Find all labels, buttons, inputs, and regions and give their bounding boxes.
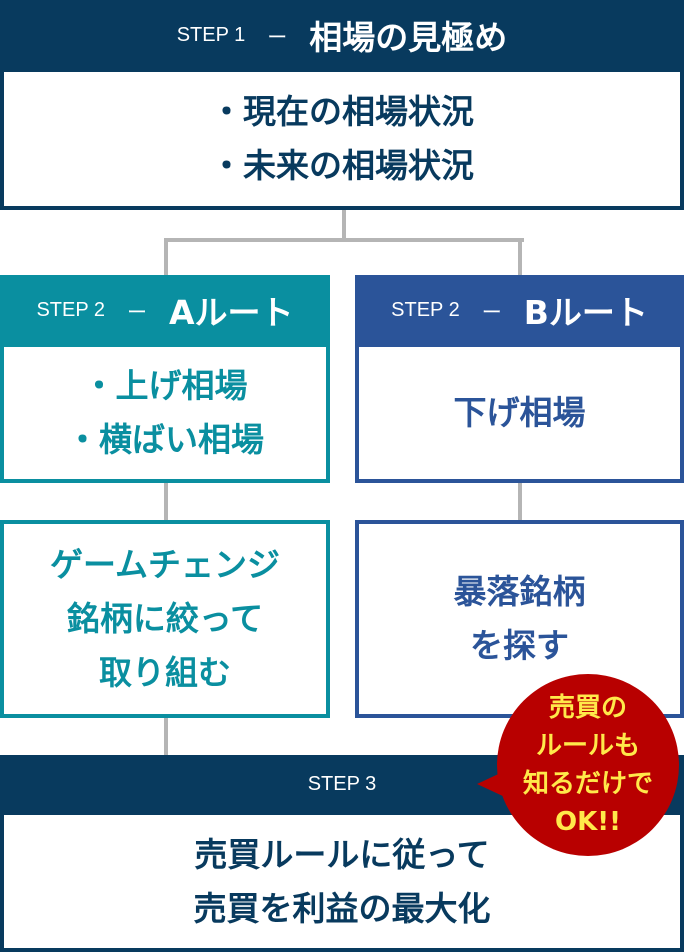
action-line: ゲームチェンジ — [49, 545, 280, 584]
dash: ー — [481, 299, 502, 324]
connector — [164, 238, 168, 276]
step1-header: STEP 1 ー相場の見極め — [0, 0, 684, 70]
route-b-box: 下げ相場 — [355, 343, 684, 483]
connector — [518, 238, 522, 276]
step3-line: 売買を利益の最大化 — [193, 888, 491, 928]
route-a-box: ・上げ相場 ・横ばい相場 — [0, 343, 330, 483]
step1-item: ・未来の相場状況 — [210, 146, 474, 185]
connector — [518, 483, 522, 521]
connector — [164, 238, 524, 242]
route-b-title: Bルート — [523, 293, 648, 332]
dash: ー — [267, 24, 288, 49]
route-a-item: ・横ばい相場 — [66, 420, 264, 459]
action-line: 銘柄に絞って — [66, 599, 264, 638]
step-label: STEP 3 — [307, 772, 377, 795]
step1-title: 相場の見極め — [309, 18, 508, 57]
step1-item: ・現在の相場状況 — [210, 92, 474, 131]
step-label: STEP 2 — [391, 298, 460, 321]
route-a-header: STEP 2 ー Aルート — [0, 275, 330, 345]
bubble-line: ルールも — [535, 731, 640, 761]
route-b-header: STEP 2 ー Bルート — [355, 275, 684, 345]
speech-bubble: 売買の ルールも 知るだけで OK!! — [497, 674, 679, 856]
route-a-action-box: ゲームチェンジ 銘柄に絞って 取り組む — [0, 520, 330, 718]
connector — [342, 210, 346, 242]
bubble-line: OK!! — [555, 807, 621, 837]
step1-box: ・現在の相場状況 ・未来の相場状況 — [0, 68, 684, 210]
connector — [164, 483, 168, 521]
route-b-item: 下げ相場 — [453, 393, 586, 432]
bubble-line: 売買の — [548, 693, 627, 723]
route-a-item: ・上げ相場 — [82, 366, 248, 405]
dash: ー — [127, 299, 147, 324]
action-line: を探す — [470, 626, 569, 665]
action-line: 暴落銘柄 — [453, 572, 586, 611]
action-line: 取り組む — [99, 653, 231, 692]
connector — [164, 718, 168, 756]
step-label: STEP 1 — [176, 23, 246, 46]
bubble-line: 知るだけで — [522, 769, 653, 799]
step-label: STEP 2 — [36, 298, 105, 321]
route-a-title: Aルート — [169, 293, 294, 332]
step3-line: 売買ルールに従って — [194, 834, 490, 874]
step3-box: 売買ルールに従って 売買を利益の最大化 — [0, 811, 684, 952]
